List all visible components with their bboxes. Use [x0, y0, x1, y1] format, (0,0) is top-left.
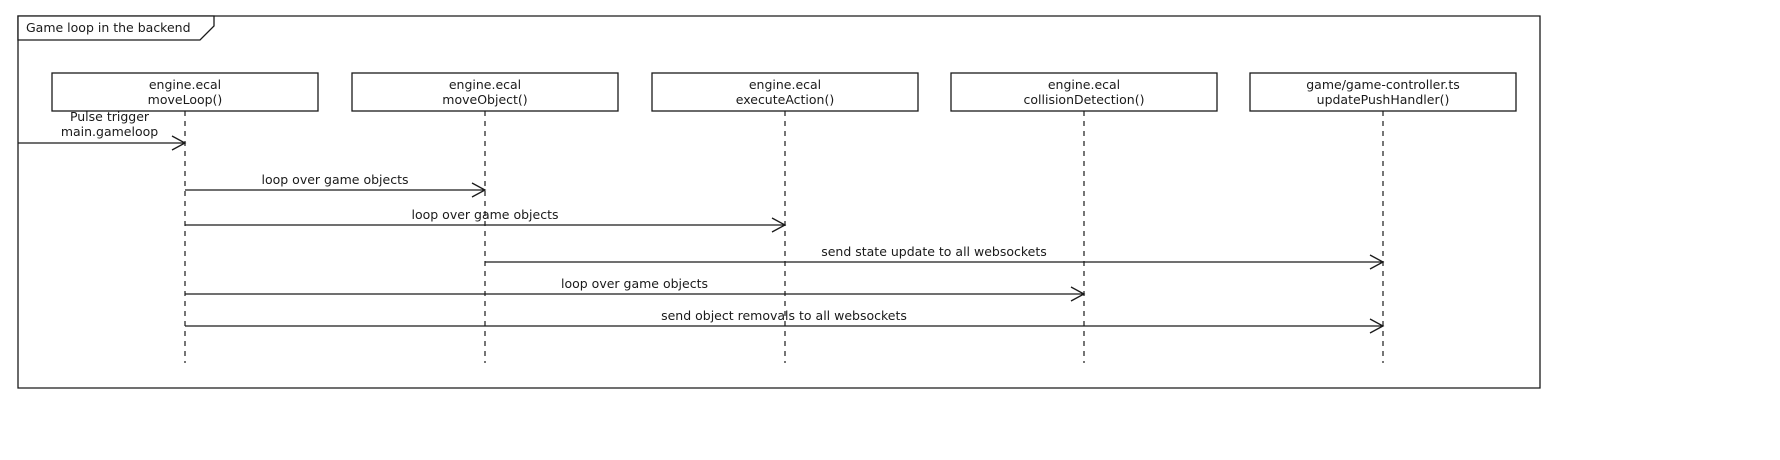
participant-line2: collisionDetection() — [1024, 92, 1145, 107]
participant-box[interactable] — [651, 72, 919, 112]
lifelines-layer — [184, 111, 1384, 363]
diagram-frame — [17, 15, 1541, 389]
participant-line2: moveLoop() — [148, 92, 223, 107]
participant-box[interactable] — [51, 72, 319, 112]
message-label: loop over game objects — [262, 172, 409, 187]
participant-line1: engine.ecal — [749, 77, 821, 92]
message-0[interactable]: loop over game objects — [185, 172, 487, 198]
frame-title-label: Game loop in the backend — [26, 20, 191, 35]
participant-line2: updatePushHandler() — [1317, 92, 1450, 107]
participant-line2: moveObject() — [442, 92, 527, 107]
participant-box[interactable] — [1249, 72, 1517, 112]
arrowhead — [171, 135, 187, 151]
message-label: loop over game objects — [561, 276, 708, 291]
message-3[interactable]: loop over game objects — [185, 276, 1086, 302]
found-message-label-line1: Pulse trigger — [70, 109, 150, 124]
arrowhead — [1369, 318, 1385, 334]
message-1[interactable]: loop over game objects — [185, 207, 787, 233]
found-message-label-line2: main.gameloop — [61, 124, 158, 139]
participant-line2: executeAction() — [736, 92, 834, 107]
message-2[interactable]: send state update to all websockets — [485, 244, 1385, 270]
arrowhead — [771, 217, 787, 233]
arrowhead — [1070, 286, 1086, 302]
message-label: loop over game objects — [412, 207, 559, 222]
arrowhead — [1369, 254, 1385, 270]
message-label: send object removals to all websockets — [661, 308, 907, 323]
message-label: send state update to all websockets — [821, 244, 1047, 259]
participants-layer: engine.ecalmoveLoop()engine.ecalmoveObje… — [51, 72, 1517, 112]
participant-updatePush[interactable]: game/game-controller.tsupdatePushHandler… — [1249, 72, 1517, 112]
arrowhead — [471, 182, 487, 198]
participant-line1: game/game-controller.ts — [1306, 77, 1460, 92]
participant-line1: engine.ecal — [449, 77, 521, 92]
participant-box[interactable] — [950, 72, 1218, 112]
participant-line1: engine.ecal — [1048, 77, 1120, 92]
messages-layer: loop over game objects loop over game obj… — [185, 172, 1385, 334]
participant-line1: engine.ecal — [149, 77, 221, 92]
message-4[interactable]: send object removals to all websockets — [185, 308, 1385, 334]
frame-title-tab — [17, 15, 215, 41]
